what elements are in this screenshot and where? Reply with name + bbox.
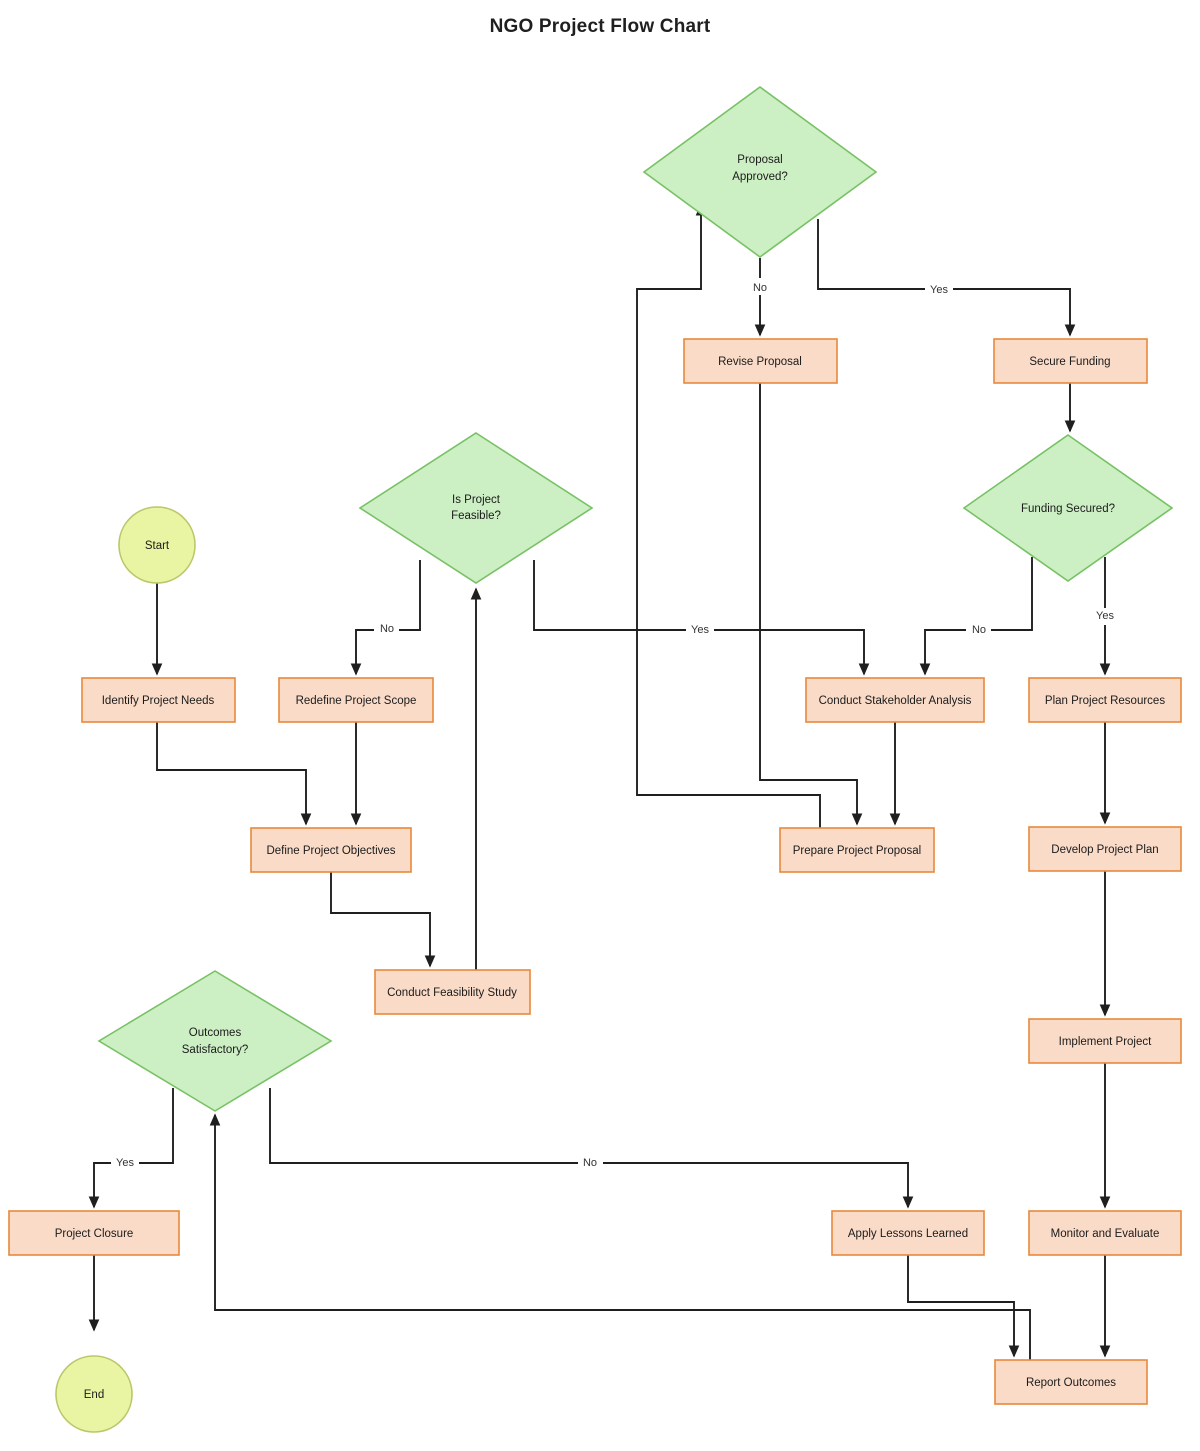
edge-label-funding-yes: Yes <box>1096 610 1114 622</box>
node-funding-secured[interactable]: Funding Secured? <box>962 434 1174 582</box>
edge-approved-to-secure <box>817 219 1076 337</box>
node-prepare-project-proposal-label: Prepare Project Proposal <box>793 845 921 857</box>
node-monitor-and-evaluate[interactable]: Monitor and Evaluate <box>1028 1210 1182 1256</box>
node-revise-proposal[interactable]: Revise Proposal <box>683 338 838 384</box>
node-revise-proposal-label: Revise Proposal <box>718 356 802 368</box>
node-conduct-feasibility-study[interactable]: Conduct Feasibility Study <box>374 969 531 1015</box>
node-report-outcomes-label: Report Outcomes <box>1026 1377 1116 1389</box>
node-secure-funding-label: Secure Funding <box>1029 356 1110 368</box>
node-redefine-project-scope[interactable]: Redefine Project Scope <box>278 677 434 723</box>
node-redefine-project-scope-label: Redefine Project Scope <box>296 695 417 707</box>
node-conduct-stakeholder-analysis[interactable]: Conduct Stakeholder Analysis <box>805 677 985 723</box>
edge-label-outcomes-yes: Yes <box>116 1157 134 1169</box>
node-is-project-feasible-label-2: Feasible? <box>451 510 501 522</box>
edge-label-feasible-yes: Yes <box>691 624 709 636</box>
edge-label-approved-yes: Yes <box>930 284 948 296</box>
node-project-closure-label: Project Closure <box>55 1228 134 1240</box>
edge-fundsecured-to-stakeholder <box>919 557 1033 676</box>
edge-prepare-to-approved <box>636 203 821 828</box>
edge-label-outcomes-no: No <box>583 1157 597 1169</box>
page-title: NGO Project Flow Chart <box>489 16 711 37</box>
edge-outcomes-to-lessons <box>269 1088 914 1209</box>
edge-label-bg <box>966 621 991 638</box>
edge-label-bg <box>925 281 953 298</box>
edge-label-funding-no: No <box>972 624 986 636</box>
node-outcomes-satisfactory[interactable]: Outcomes Satisfactory? <box>97 970 333 1112</box>
node-apply-lessons-learned[interactable]: Apply Lessons Learned <box>831 1210 985 1256</box>
node-plan-project-resources[interactable]: Plan Project Resources <box>1028 677 1182 723</box>
edge-define-to-feasibility <box>330 872 436 968</box>
node-monitor-and-evaluate-label: Monitor and Evaluate <box>1051 1228 1160 1240</box>
node-funding-secured-label: Funding Secured? <box>1021 503 1115 515</box>
node-is-project-feasible-label-1: Is Project <box>452 494 501 506</box>
node-proposal-approved-label-1: Proposal <box>737 154 782 166</box>
node-outcomes-satisfactory-label-1: Outcomes <box>189 1027 242 1039</box>
edge-label-bg <box>111 1154 139 1171</box>
edge-label-bg <box>748 278 772 295</box>
node-plan-project-resources-label: Plan Project Resources <box>1045 695 1165 707</box>
edge-labels-layer: No Yes No Yes No Yes Yes No <box>111 278 1119 1171</box>
edge-label-bg <box>578 1154 603 1171</box>
node-develop-project-plan[interactable]: Develop Project Plan <box>1028 826 1182 872</box>
edge-label-feasible-no: No <box>380 623 394 635</box>
node-conduct-feasibility-study-label: Conduct Feasibility Study <box>387 987 517 999</box>
edge-report-to-outcomes <box>209 1113 1031 1360</box>
node-start-label: Start <box>145 540 170 552</box>
node-identify-project-needs[interactable]: Identify Project Needs <box>81 677 236 723</box>
node-project-closure[interactable]: Project Closure <box>8 1210 180 1256</box>
node-implement-project-label: Implement Project <box>1059 1036 1152 1048</box>
node-apply-lessons-learned-label: Apply Lessons Learned <box>848 1228 968 1240</box>
nodes-layer: Start Identify Project Needs Redefine Pr… <box>8 86 1182 1433</box>
node-develop-project-plan-label: Develop Project Plan <box>1051 844 1158 856</box>
node-end[interactable]: End <box>55 1355 133 1433</box>
edge-isfeasible-to-stakeholder <box>533 560 870 676</box>
node-secure-funding[interactable]: Secure Funding <box>993 338 1148 384</box>
edge-outcomes-to-closure <box>88 1088 174 1209</box>
node-prepare-project-proposal[interactable]: Prepare Project Proposal <box>779 827 935 873</box>
edge-lessons-to-report <box>907 1255 1020 1358</box>
edge-label-approved-no: No <box>753 282 767 294</box>
node-identify-project-needs-label: Identify Project Needs <box>102 695 215 707</box>
node-define-project-objectives-label: Define Project Objectives <box>266 845 395 857</box>
node-conduct-stakeholder-analysis-label: Conduct Stakeholder Analysis <box>819 695 972 707</box>
node-start[interactable]: Start <box>118 506 196 584</box>
edge-revise-to-prepare <box>759 383 863 826</box>
node-implement-project[interactable]: Implement Project <box>1028 1018 1182 1064</box>
node-is-project-feasible[interactable]: Is Project Feasible? <box>358 432 594 584</box>
node-define-project-objectives[interactable]: Define Project Objectives <box>250 827 412 873</box>
edge-label-bg <box>1091 608 1119 625</box>
node-proposal-approved-label-2: Approved? <box>732 171 788 183</box>
node-proposal-approved[interactable]: Proposal Approved? <box>642 86 878 258</box>
edge-identify-to-define <box>156 722 312 826</box>
node-outcomes-satisfactory-label-2: Satisfactory? <box>182 1044 248 1056</box>
node-report-outcomes[interactable]: Report Outcomes <box>994 1359 1148 1405</box>
edge-label-bg <box>374 620 399 637</box>
node-end-label: End <box>84 1389 104 1401</box>
edge-label-bg <box>686 622 714 639</box>
edges-layer <box>88 203 1111 1360</box>
edge-isfeasible-to-redefine <box>350 560 421 676</box>
